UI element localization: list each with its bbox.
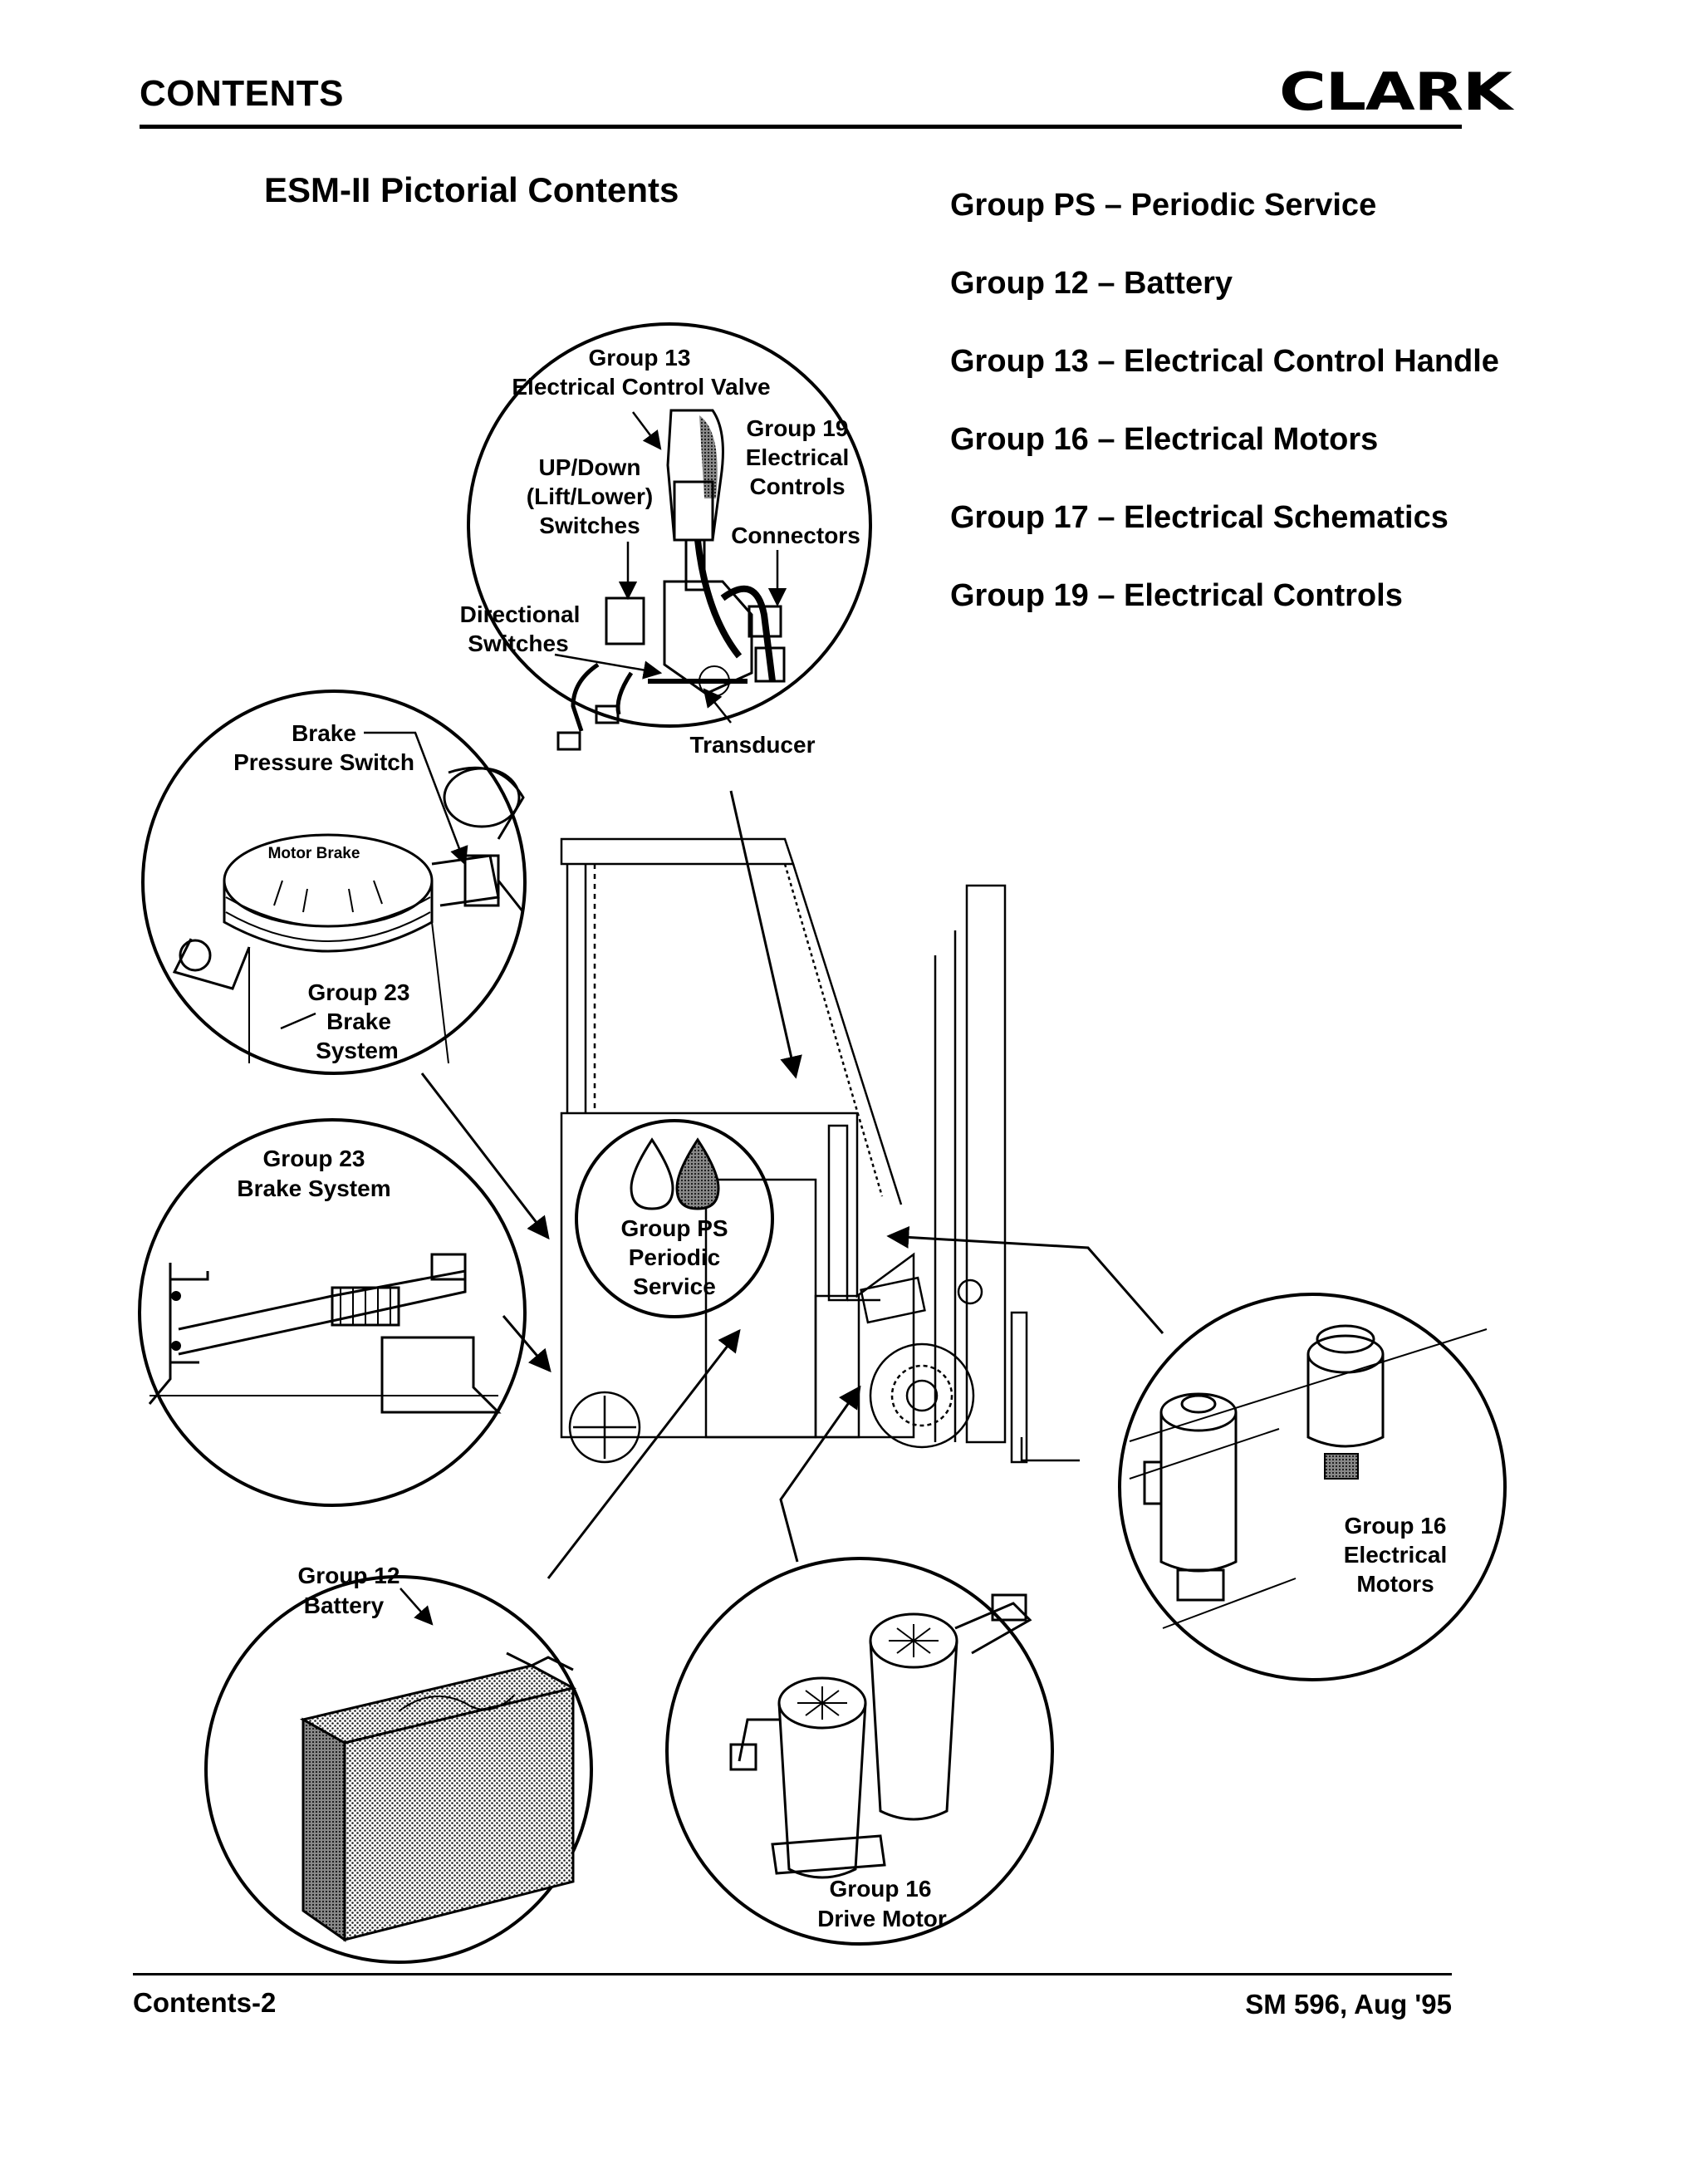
label-connectors: Connectors — [731, 523, 860, 548]
label-group23-line2: Brake — [326, 1009, 391, 1034]
drive-motor-callout: Group 16 Drive Motor — [665, 1557, 1054, 1946]
leader-battery — [547, 1328, 741, 1579]
electrical-motors-callout: Group 16 Electrical Motors — [1118, 1293, 1507, 1681]
leader-drive-motor — [779, 1385, 861, 1563]
contents-item-group-19[interactable]: Group 19 – Electrical Controls — [950, 578, 1403, 613]
label-group23-line3: System — [316, 1038, 399, 1063]
periodic-service-callout: Group PS Periodic Service — [575, 1119, 774, 1318]
header-rule — [140, 125, 1462, 129]
page-number: Contents-2 — [133, 1987, 277, 2018]
label-battery-line1: Group 12 — [298, 1563, 400, 1588]
forklift-illustration — [560, 837, 1080, 1464]
label-elec-motors-line3: Motors — [1356, 1571, 1434, 1597]
label-group13-line1: Group 13 — [589, 345, 691, 371]
label-transducer: Transducer — [690, 732, 816, 758]
control-handle-callout: Group 13 Electrical Control Valve Group … — [460, 322, 872, 758]
contents-item-group-16[interactable]: Group 16 – Electrical Motors — [950, 422, 1379, 457]
leader-electrical-motors — [886, 1225, 1164, 1334]
label-directional-line2: Switches — [468, 631, 568, 656]
clark-logo: CLARK — [1279, 61, 1512, 122]
label-drive-motor-line2: Drive Motor — [817, 1906, 947, 1931]
leader-control-handle — [729, 790, 802, 1079]
label-periodic-line2: Periodic — [629, 1244, 720, 1270]
label-periodic-line3: Service — [633, 1274, 716, 1299]
leader-brake-system — [502, 1315, 551, 1373]
label-brake-system-line2: Brake System — [237, 1175, 390, 1201]
contents-item-group-ps[interactable]: Group PS – Periodic Service — [950, 188, 1377, 223]
leader-brake-switch — [420, 1072, 550, 1240]
label-updown-line1: UP/Down — [539, 454, 641, 480]
footer-rule — [133, 1973, 1452, 1975]
brake-system-callout: Group 23 Brake System — [138, 1118, 527, 1507]
contents-item-group-17[interactable]: Group 17 – Electrical Schematics — [950, 500, 1449, 535]
brake-switch-callout: Brake Pressure Switch Motor Brake Group … — [141, 690, 527, 1075]
page-header-title: CONTENTS — [140, 73, 344, 114]
label-updown-line3: Switches — [539, 513, 640, 538]
section-title: ESM-II Pictorial Contents — [264, 170, 679, 209]
label-battery-line2: Battery — [304, 1593, 385, 1618]
label-group19-line2: Electrical — [746, 444, 850, 470]
label-directional-line1: Directional — [460, 601, 581, 627]
label-brake-line1: Brake — [292, 720, 356, 746]
contents-item-group-12[interactable]: Group 12 – Battery — [950, 266, 1233, 301]
label-periodic-line1: Group PS — [620, 1215, 728, 1241]
label-elec-motors-line2: Electrical — [1344, 1542, 1448, 1568]
label-updown-line2: (Lift/Lower) — [527, 483, 653, 509]
label-group19-line3: Controls — [749, 474, 845, 499]
label-group19-line1: Group 19 — [747, 415, 849, 441]
manual-reference: SM 596, Aug '95 — [1245, 1989, 1452, 2020]
label-brake-line2: Pressure Switch — [233, 749, 414, 775]
contents-item-group-13[interactable]: Group 13 – Electrical Control Handle — [950, 344, 1499, 379]
label-group13-line2: Electrical Control Valve — [512, 374, 770, 400]
battery-callout: Group 12 Battery — [204, 1563, 593, 1964]
label-brake-system-line1: Group 23 — [263, 1146, 365, 1171]
contents-list: Group PS – Periodic Service Group 12 – B… — [950, 186, 1499, 655]
label-motor-brake: Motor Brake — [268, 845, 360, 862]
label-elec-motors-line1: Group 16 — [1345, 1513, 1447, 1539]
label-drive-motor-line1: Group 16 — [830, 1876, 932, 1902]
label-group23-line1: Group 23 — [308, 979, 410, 1005]
